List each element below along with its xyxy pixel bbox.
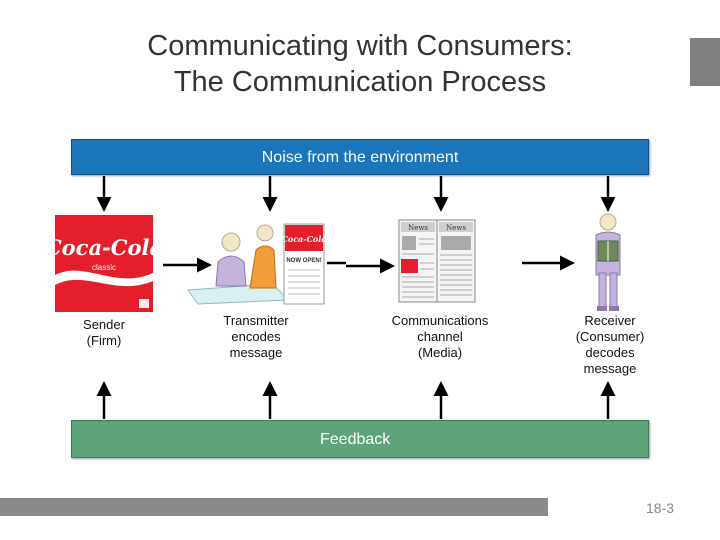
stage-transmitter-label: Transmitter encodes message — [223, 313, 289, 360]
slide-title: Communicating with Consumers: The Commun… — [90, 28, 630, 100]
stage-channel-label: Communications channel (Media) — [391, 313, 489, 360]
newspaper-image: News News — [398, 219, 476, 303]
newspaper-right-title: News — [446, 224, 466, 232]
page-number: 18-3 — [646, 500, 675, 516]
feedback-label: Feedback — [320, 431, 391, 448]
stage-sender-label: Sender (Firm) — [83, 317, 125, 348]
title-line-1: Communicating with Consumers: — [147, 30, 573, 62]
transmitter-image: Coca-Cola NOW OPEN! — [188, 223, 327, 305]
footer-bar — [0, 498, 548, 516]
title-line-2: The Communication Process — [173, 66, 547, 98]
transmitter-logo-text: Coca-Cola — [281, 234, 326, 244]
feedback-bar: Feedback — [71, 420, 649, 458]
corner-decoration — [690, 38, 720, 86]
receiver-image — [595, 213, 621, 311]
noise-label: Noise from the environment — [261, 149, 459, 166]
transmitter-sign-text: NOW OPEN! — [286, 258, 321, 264]
newspaper-left-title: News — [408, 224, 428, 232]
coca-cola-logo-image: Coca-Cola classic — [55, 215, 153, 312]
stage-receiver-label: Receiver (Consumer) decodes message — [575, 313, 645, 376]
noise-bar: Noise from the environment — [71, 139, 649, 175]
sender-logo-text: Coca-Cola — [55, 235, 153, 260]
sender-logo-subtext: classic — [92, 263, 116, 272]
